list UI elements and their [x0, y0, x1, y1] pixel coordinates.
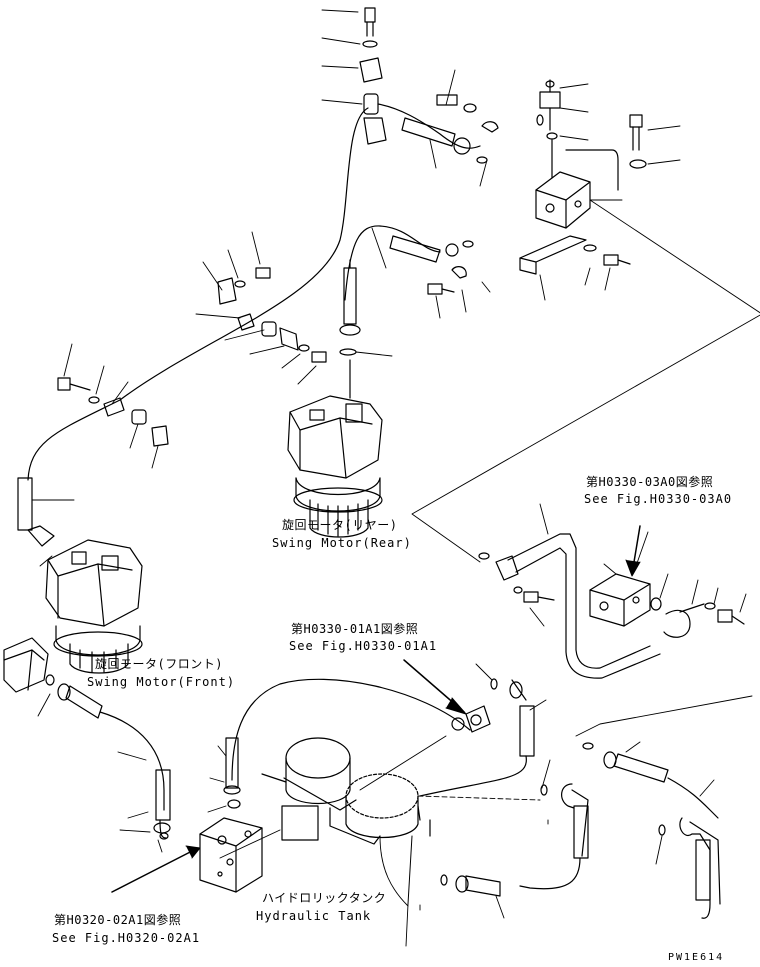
- hose-leader-bottom-right: [379, 835, 409, 907]
- leader-valve-right: [411, 199, 760, 563]
- bracket-lower: [519, 235, 631, 301]
- swing-motor-rear: [287, 359, 383, 538]
- hydraulic-tank-label-en: Hydraulic Tank: [256, 909, 372, 923]
- lower-valve-block: [111, 817, 263, 893]
- swing-motor-rear-label-en: Swing Motor(Rear): [272, 536, 412, 550]
- left-lower-assembly: [3, 637, 471, 853]
- bolt-washer-right: [629, 114, 681, 169]
- middle-hose-fittings: [339, 227, 491, 357]
- right-lower-hose: [575, 695, 753, 819]
- ref-02a1-label-en: See Fig.H0320-02A1: [52, 931, 201, 945]
- ref-03a0-label-jp: 第H0330-03A0図参照: [586, 475, 714, 489]
- left-clamps: [57, 343, 169, 469]
- upper-right-fitting: [401, 69, 499, 187]
- top-clamp-group: [321, 7, 387, 145]
- swing-motor-front-label-jp: 旋回モータ(フロント): [95, 657, 223, 671]
- hose-top-to-front: [27, 107, 369, 481]
- hydraulic-tank: [219, 735, 541, 947]
- ref-02a1-label-jp: 第H0320-02A1図参照: [54, 913, 182, 927]
- tee-fitting-group: [536, 79, 619, 191]
- drawing-code: PW1E614: [668, 952, 725, 963]
- ref-03a0-label-en: See Fig.H0330-03A0: [584, 492, 733, 506]
- left-middle-clamps: [195, 231, 327, 385]
- right-hose-assembly: [478, 503, 661, 679]
- right-valve-block: [589, 525, 747, 638]
- swing-motor-rear-label-jp: 旋回モータ(リヤー): [282, 518, 398, 532]
- flange-01a1: [403, 659, 547, 797]
- ref-01a1-label-jp: 第H0330-01A1図参照: [291, 622, 419, 636]
- swing-motor-front: [17, 477, 143, 674]
- swing-motor-front-label-en: Swing Motor(Front): [87, 675, 236, 689]
- upper-valve-block: [535, 171, 623, 229]
- tank-right-hoses: [440, 759, 721, 919]
- hydraulic-tank-label-jp: ハイドロリックタンク: [262, 891, 387, 905]
- ref-01a1-label-en: See Fig.H0330-01A1: [289, 639, 438, 653]
